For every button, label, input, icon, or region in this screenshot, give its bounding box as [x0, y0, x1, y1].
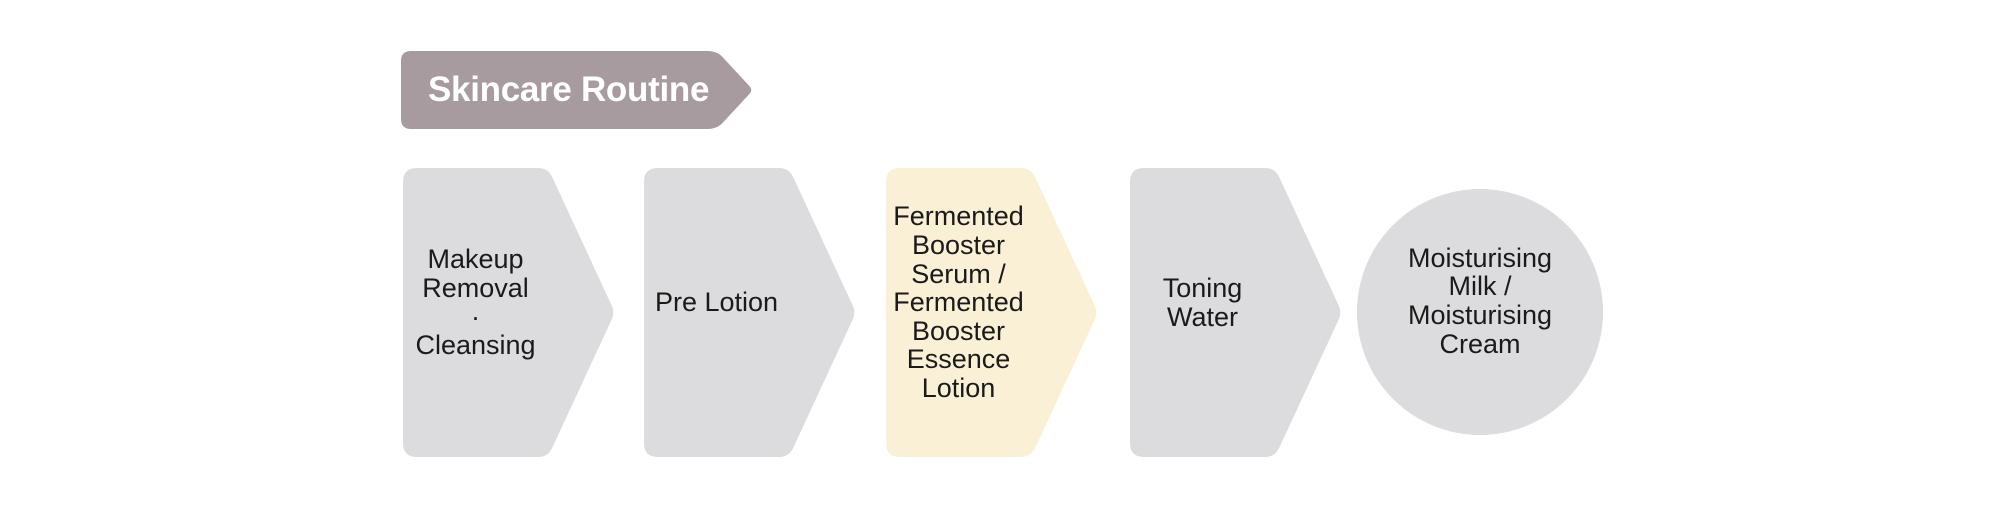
node-label: Fermented Booster Serum / Fermented Boos…	[893, 201, 1024, 404]
node-arrow-shape	[403, 168, 614, 457]
flow-node-moisturising: Moisturising Milk / Moisturising Cream	[1357, 189, 1603, 435]
node-label: Moisturising Milk / Moisturising Cream	[1407, 242, 1553, 359]
title-banner: Skincare Routine	[401, 51, 753, 129]
node-arrow-svg	[886, 168, 1097, 457]
node-circle-shape	[1357, 189, 1603, 435]
flow-node-makeup-removal-cleansing: Makeup Removal · Cleansing	[403, 168, 615, 457]
banner-arrow-svg	[401, 51, 752, 129]
flow-node-fermented-booster: Fermented Booster Serum / Fermented Boos…	[886, 168, 1098, 457]
flow-node-toning-water: Toning Water	[1130, 168, 1342, 457]
node-arrow-svg	[403, 168, 614, 457]
flow-node-pre-lotion: Pre Lotion	[644, 168, 856, 457]
node-arrow-svg	[644, 168, 855, 457]
node-label: Pre Lotion	[654, 287, 779, 318]
node-circle-svg	[1357, 189, 1603, 435]
banner-title: Skincare Routine	[428, 70, 710, 109]
node-arrow-shape	[1130, 168, 1341, 457]
node-arrow-shape	[886, 168, 1097, 457]
node-label: Toning Water	[1162, 272, 1243, 332]
node-arrow-shape	[644, 168, 855, 457]
node-arrow-svg	[1130, 168, 1341, 457]
node-label: Makeup Removal · Cleansing	[415, 244, 536, 361]
banner-arrow-shape	[401, 51, 752, 129]
